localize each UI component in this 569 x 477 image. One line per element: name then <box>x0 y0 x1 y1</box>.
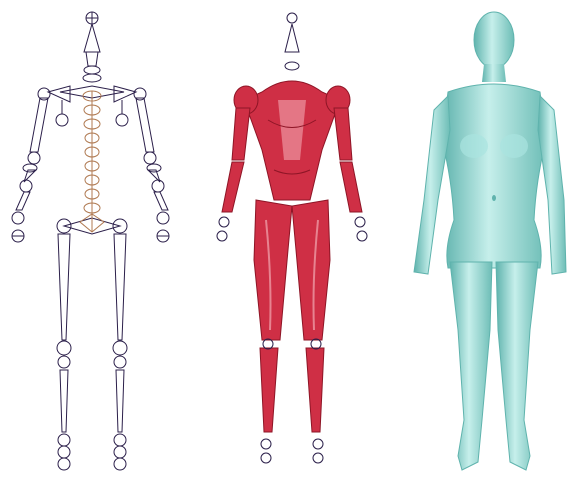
left-upper-arm-muscle <box>232 108 250 160</box>
left-foot-joint-muscle <box>261 453 271 463</box>
muscle-anatomy-panel <box>217 13 367 463</box>
body-surface-panel <box>414 12 566 470</box>
right-knee-joint <box>113 341 127 355</box>
right-foot-joint <box>114 458 126 470</box>
skeleton-wireframe-panel <box>12 12 169 470</box>
left-shin-bone <box>60 370 68 432</box>
right-calf-muscle <box>306 348 324 432</box>
right-upper-arm-bone <box>136 98 154 152</box>
left-hand-joint-muscle <box>217 231 227 241</box>
right-thigh-muscle <box>292 200 330 340</box>
right-forearm-bone <box>154 192 168 210</box>
left-thigh-bone <box>58 234 70 340</box>
neck-bone <box>84 24 100 52</box>
spine-column <box>80 91 104 232</box>
right-thigh-bone <box>114 234 126 340</box>
left-arm-surface <box>414 96 450 274</box>
torso-surface <box>442 84 546 268</box>
left-knee-joint <box>57 341 71 355</box>
left-forearm-bone <box>16 192 30 210</box>
right-hand-joint-muscle <box>357 231 367 241</box>
left-leg-surface <box>450 262 492 470</box>
left-forearm-muscle <box>222 162 244 212</box>
left-upper-arm-bone <box>30 98 48 152</box>
right-leg-surface <box>496 262 538 470</box>
left-calf-muscle <box>260 348 278 432</box>
left-thigh-muscle <box>254 200 292 340</box>
right-forearm-muscle <box>340 162 362 212</box>
muscle-figure-head-joints <box>285 13 299 70</box>
right-shin-bone <box>116 370 124 432</box>
right-foot-joint-muscle <box>313 453 323 463</box>
right-arm-surface <box>538 96 566 274</box>
head-surface <box>474 12 514 68</box>
right-upper-arm-muscle <box>334 108 352 160</box>
left-foot-joint <box>58 458 70 470</box>
